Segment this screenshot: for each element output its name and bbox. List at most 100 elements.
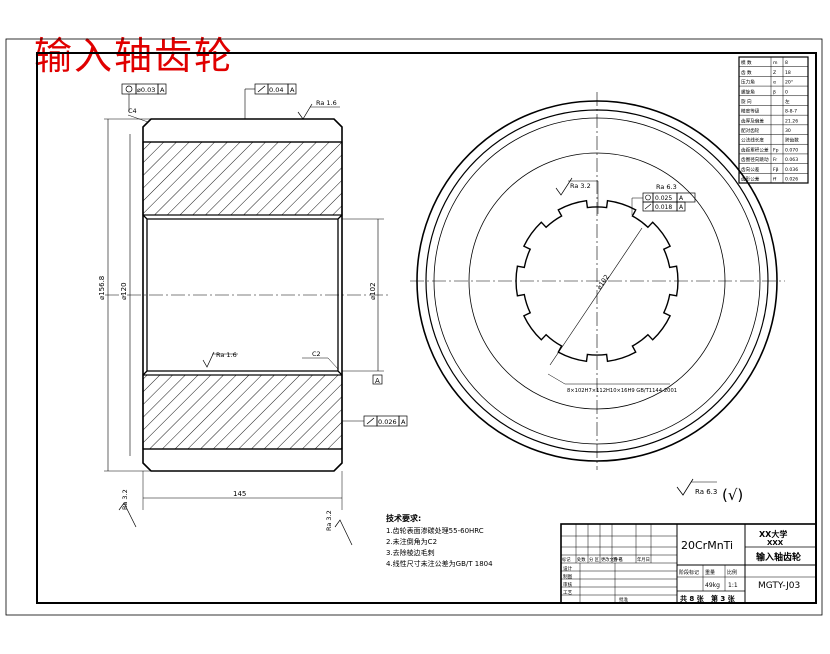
param-value: 0.026 xyxy=(785,177,798,183)
gear-outline xyxy=(142,118,343,472)
general-roughness-icon xyxy=(676,478,694,496)
param-symbol: α xyxy=(773,81,776,86)
param-value: 0.070 xyxy=(785,147,798,153)
stage-label: 阶段标记 xyxy=(679,569,699,576)
runout-top-value: 0.04 xyxy=(269,86,283,94)
scale-value: 1:1 xyxy=(728,582,738,589)
runout-bottom-datum: A xyxy=(401,418,406,426)
param-name: 螺旋角 xyxy=(741,88,755,95)
param-value: 0.063 xyxy=(785,157,798,163)
title-block-header: 标记 xyxy=(562,556,571,563)
param-symbol: Z xyxy=(773,70,776,76)
param-value: 20° xyxy=(785,80,793,86)
symmetry-icon xyxy=(644,203,652,210)
part-name-label: 输入轴齿轮 xyxy=(756,551,801,563)
spline-dim-label: ⌀102 xyxy=(595,273,611,291)
dim-bore-label: ⌀102 xyxy=(369,282,377,300)
param-name: 配对齿轮 xyxy=(741,127,760,134)
title-block-row-label: 审核 xyxy=(563,581,573,588)
sheet-number: 第 3 张 xyxy=(711,594,736,603)
position-datum-2: A xyxy=(679,204,684,211)
technical-requirements: 技术要求: 1.齿轮表面渗碳处理55-60HRC 2.未注倒角为C2 3.去除棱… xyxy=(386,513,493,568)
tech-req-item-3: 3.去除棱边毛刺 xyxy=(386,548,435,557)
dim-width-label: 145 xyxy=(233,490,246,498)
roughness-left-icon xyxy=(118,502,137,528)
roughness-top-icon xyxy=(297,103,313,120)
ra-spline2-label: Ra 6.3 xyxy=(656,183,677,191)
bore-contour xyxy=(142,214,343,376)
dim-outer-label: ⌀156.8 xyxy=(98,276,106,300)
param-name: 压力角 xyxy=(741,79,755,86)
scale-header: 比例 xyxy=(727,569,737,576)
title-block-header: 处数 xyxy=(577,556,586,563)
front-view: ⌀102 8×102H7×112H10×16H9 GB/T1144-2001 R… xyxy=(410,92,785,504)
roughness-bore-icon xyxy=(202,351,215,368)
param-value: 左 xyxy=(785,98,790,105)
param-name: 旋 向 xyxy=(741,98,752,105)
general-roughness-label: Ra 6.3 xyxy=(695,488,717,496)
section-view: ⌀156.8 ⌀120 ⌀102 A 145 ⌀0.03 A 0.04 A R xyxy=(98,83,408,546)
spline-note: 8×102H7×112H10×16H9 GB/T1144-2001 xyxy=(567,388,677,394)
param-symbol: Fβ xyxy=(773,167,779,173)
position-icon-1 xyxy=(645,194,651,201)
datum-box-a xyxy=(372,374,383,385)
param-symbol: β xyxy=(773,89,776,95)
inner-frame xyxy=(36,52,817,604)
param-value: 21.26 xyxy=(785,118,798,124)
ra-left-label: Ra 3.2 xyxy=(121,489,129,510)
param-symbol: Fr xyxy=(773,157,777,163)
ra-bore-label: Ra 1.6 xyxy=(216,351,237,359)
param-name: 齿向公差 xyxy=(741,166,760,173)
title-block-row-label: 制图 xyxy=(563,573,573,580)
title-block-header: 分 区 xyxy=(589,556,600,563)
param-name: 齿厚及偏差 xyxy=(741,117,764,124)
outer-frame xyxy=(5,38,823,616)
datum-a-label: A xyxy=(375,377,380,385)
school-sub-label: XXX xyxy=(767,539,784,547)
param-value: 8-8-7 xyxy=(785,109,797,115)
param-name: 齿圈径向跳动 xyxy=(741,156,769,163)
spline-profile xyxy=(515,199,679,363)
param-name: 齿距累积公差 xyxy=(741,146,769,153)
runout-bottom-icon xyxy=(366,417,375,425)
material-label: 20CrMnTi xyxy=(681,539,733,552)
position-datum-1: A xyxy=(679,195,684,202)
upper-rim-hatch xyxy=(142,141,343,216)
param-value: 0 xyxy=(785,89,788,95)
school-label: XX大学 xyxy=(759,529,787,539)
param-name: 齿形公差 xyxy=(741,176,760,183)
weight-header: 重量 xyxy=(705,569,715,576)
param-value: 8 xyxy=(785,60,788,66)
ra-right-label: Ra 3.2 xyxy=(325,510,333,531)
title-block-header: 更改文件号 xyxy=(601,556,622,563)
param-name: 公法线长度 xyxy=(741,137,764,144)
param-value: 0.036 xyxy=(785,167,798,173)
param-symbol: m xyxy=(773,61,778,66)
param-symbol: Fp xyxy=(773,147,779,153)
ra-top-label: Ra 1.6 xyxy=(316,99,337,107)
title-block-row-label: 工艺 xyxy=(563,590,573,596)
drawing-number: MGTY-J03 xyxy=(758,581,800,591)
tech-req-heading: 技术要求: xyxy=(386,513,421,523)
cylindricity-icon xyxy=(125,85,133,93)
param-value: 跨齿数 xyxy=(785,137,799,144)
param-name: 模 数 xyxy=(741,59,752,66)
chamfer-top-label: C4 xyxy=(128,107,137,115)
spline-dim-line xyxy=(549,227,643,366)
drawing-title: 输入轴齿轮 xyxy=(34,34,235,78)
param-symbol: ff xyxy=(773,177,777,183)
title-block-header: 年月日 xyxy=(637,556,650,563)
title-block-row-label: 设计 xyxy=(563,565,573,572)
ra-spline-label: Ra 3.2 xyxy=(570,182,591,190)
position-value-1: 0.025 xyxy=(655,195,672,202)
title-block: 标记处数分 区更改文件号签 名年月日设计制图审核工艺批准 20CrMnTi XX… xyxy=(560,523,817,604)
lower-rim-hatch xyxy=(142,374,343,450)
mass-value: 49kg xyxy=(705,582,720,589)
dim-mid-label: ⌀120 xyxy=(120,282,128,300)
runout-top-datum: A xyxy=(290,86,295,94)
general-roughness-symbol: (√) xyxy=(722,486,743,504)
param-name: 精度等级 xyxy=(741,108,760,115)
param-value: 18 xyxy=(785,70,791,76)
